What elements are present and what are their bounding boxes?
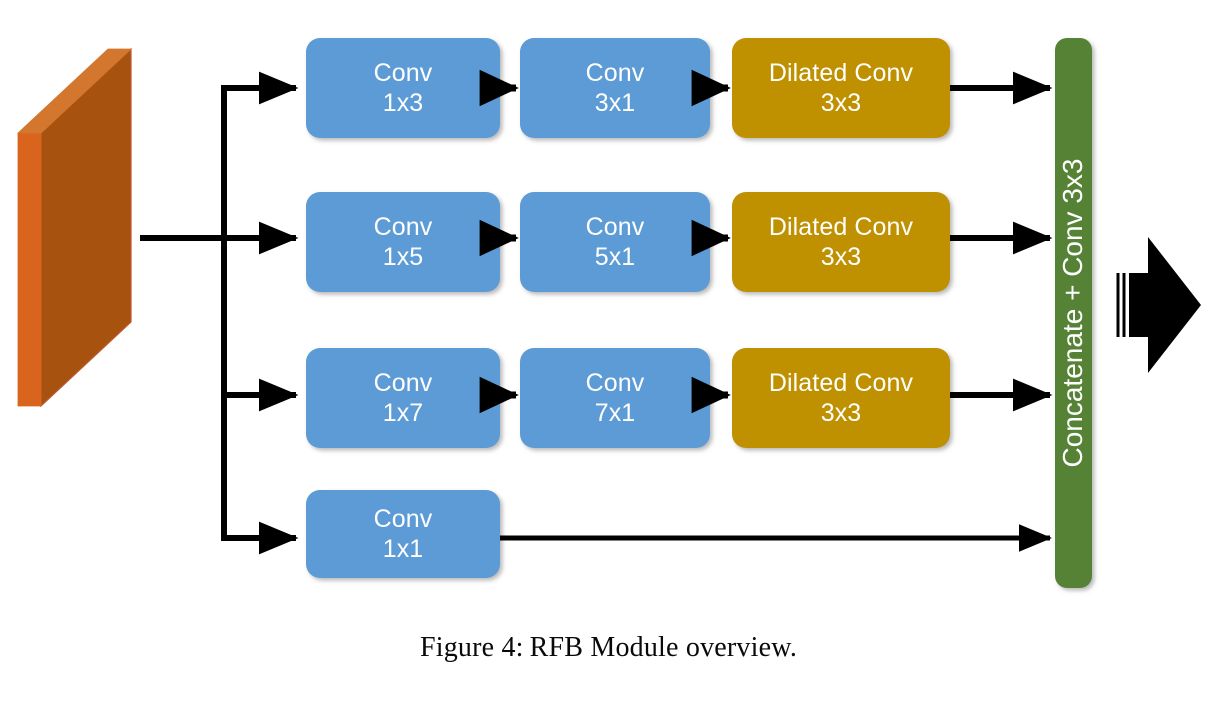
block-conv-5x1[interactable]	[520, 192, 710, 292]
output-block-arrow	[1116, 237, 1201, 373]
branch-4-row	[306, 490, 1053, 578]
branch-3-row	[306, 348, 1053, 448]
figure-number: Figure 4:	[419, 632, 524, 663]
block-conv-3x1[interactable]	[520, 38, 710, 138]
input-feature-map	[16, 47, 133, 408]
block-conv-1x7[interactable]	[306, 348, 500, 448]
figure-caption-text: RFB Module overview.	[529, 632, 798, 663]
block-conv-1x1[interactable]	[306, 490, 500, 578]
block-dilated-conv-3x3-3[interactable]	[732, 348, 950, 448]
block-conv-1x3[interactable]	[306, 38, 500, 138]
figure-caption: Figure 4:RFB Module overview.	[0, 632, 1217, 664]
block-conv-7x1[interactable]	[520, 348, 710, 448]
branch-1-row	[306, 38, 1053, 138]
block-dilated-conv-3x3-2[interactable]	[732, 192, 950, 292]
branch-feed-arrows	[221, 71, 299, 555]
block-conv-1x5[interactable]	[306, 192, 500, 292]
block-concatenate-conv3x3[interactable]	[1055, 38, 1092, 588]
block-dilated-conv-3x3-1[interactable]	[732, 38, 950, 138]
branch-2-row	[306, 192, 1053, 292]
